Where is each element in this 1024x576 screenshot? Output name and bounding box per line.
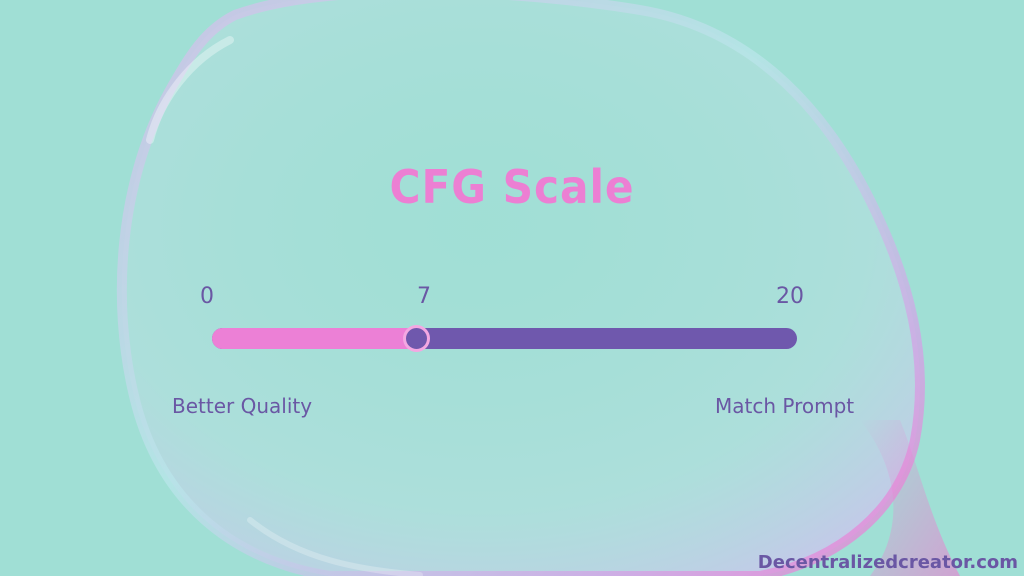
page-title: CFG Scale xyxy=(389,160,635,214)
slider-fill xyxy=(212,328,417,349)
better-quality-caption: Better Quality xyxy=(172,394,313,418)
slider-max-label: 20 xyxy=(776,284,804,309)
slider-thumb[interactable] xyxy=(403,325,430,352)
slider-value-label: 7 xyxy=(417,284,431,309)
slider-min-label: 0 xyxy=(200,284,214,309)
cfg-scale-slider[interactable] xyxy=(212,325,797,352)
site-watermark: Decentralizedcreator.com xyxy=(757,552,1018,573)
match-prompt-caption: Match Prompt xyxy=(715,394,855,418)
